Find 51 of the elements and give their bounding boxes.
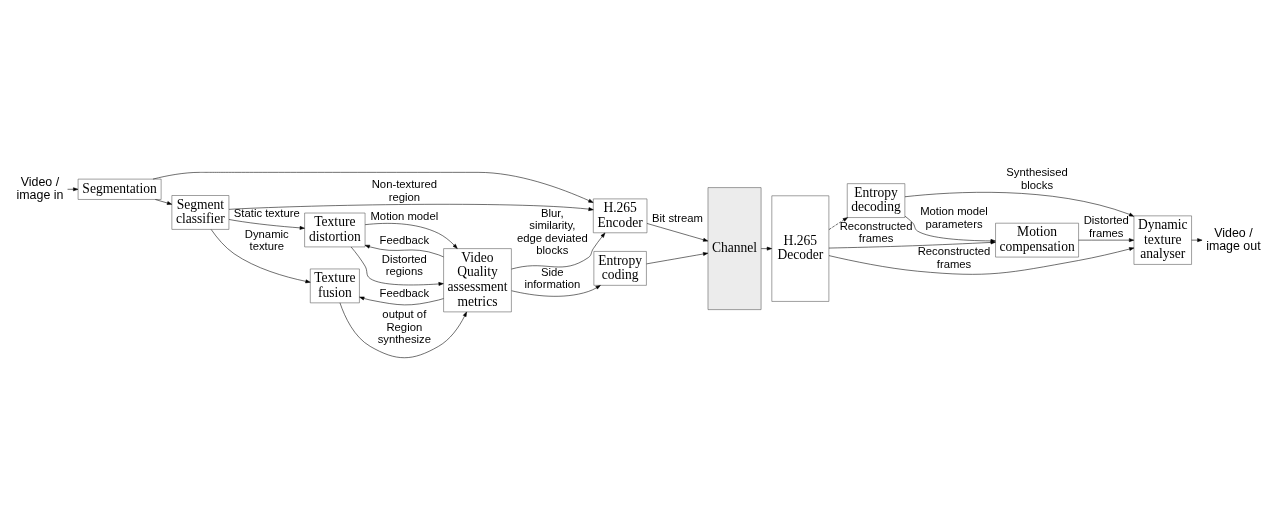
edge-label: Reconstructed frames — [917, 244, 991, 270]
arrow — [228, 218, 305, 230]
edge-label: Motion model parameters — [920, 204, 988, 230]
arrow — [350, 246, 444, 286]
arrow — [339, 302, 467, 358]
node-box: Dynamic texture analyser — [1133, 215, 1192, 265]
node-box: Motion compensation — [995, 222, 1079, 257]
node-box: Texture distortion — [304, 212, 366, 247]
edge-label: Distorted regions — [381, 252, 427, 277]
arrow — [152, 171, 594, 203]
edge-label: output of Region synthesize — [377, 307, 431, 345]
arrow — [67, 186, 79, 191]
arrow — [828, 216, 848, 230]
node-box: Video Quality assessment metrics — [443, 247, 512, 312]
node-box: Entropy decoding — [846, 182, 906, 218]
node-box: Segmentation — [77, 178, 162, 200]
edge-label: Bit stream — [652, 211, 703, 224]
edge-label: Motion model — [370, 209, 439, 222]
node-box: Segment classifier — [171, 194, 230, 230]
arrow — [904, 191, 1135, 217]
node-box: Channel — [707, 186, 762, 310]
node-box: Texture fusion — [310, 268, 360, 303]
edge-label: Feedback — [379, 286, 430, 299]
arrow — [228, 203, 594, 211]
node-box: Entropy coding — [593, 250, 647, 286]
arrow — [359, 296, 444, 305]
arrow — [646, 251, 709, 264]
arrow — [364, 222, 458, 249]
edge-label: Blur, similarity, edge deviated blocks — [516, 206, 588, 256]
edge-label: Side information — [524, 265, 581, 290]
edge-label: Dynamic texture — [244, 227, 289, 252]
arrow — [828, 246, 1135, 275]
node-box: H.265 Encoder — [593, 198, 648, 233]
edge-label: Static texture — [233, 206, 300, 219]
arrow — [1078, 237, 1135, 242]
edge-label: Distorted frames — [1083, 213, 1129, 239]
arrow — [364, 244, 444, 257]
arrow — [155, 198, 173, 205]
arrow — [646, 222, 709, 242]
node-text: Video / image in — [16, 174, 64, 202]
arrow — [210, 228, 311, 283]
arrow — [760, 246, 772, 250]
edge-label: Non-textured region — [371, 177, 437, 203]
edge-label: Synthesised blocks — [1006, 165, 1068, 191]
edge-label: Reconstructed frames — [839, 219, 913, 244]
arrow — [1191, 237, 1203, 242]
node-text: Video / image out — [1206, 225, 1261, 253]
arrow — [511, 284, 601, 297]
edge-label: Feedback — [379, 233, 430, 246]
arrow — [511, 232, 606, 269]
node-box: H.265 Decoder — [771, 195, 830, 302]
